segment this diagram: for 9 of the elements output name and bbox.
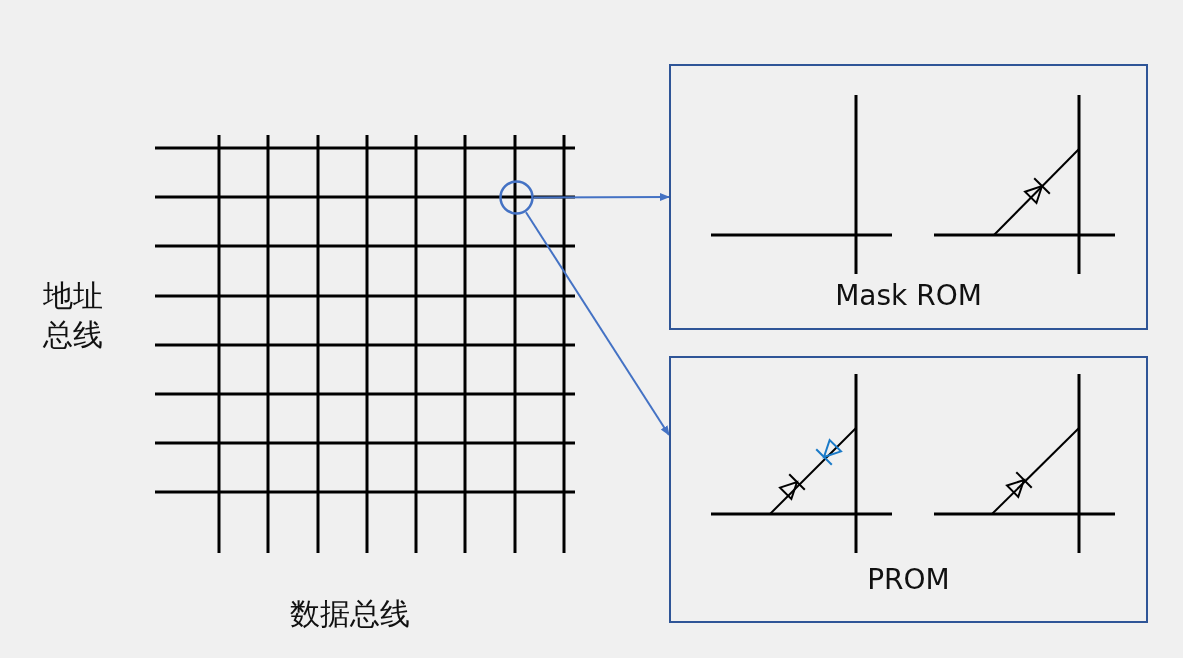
arrow bbox=[524, 211, 670, 436]
selection-circle bbox=[499, 180, 534, 215]
bus-label: 数据总线 bbox=[290, 595, 410, 633]
panel-title: PROM bbox=[866, 563, 951, 596]
memory-panel bbox=[669, 356, 1148, 623]
bus-label: 地址总线 bbox=[43, 277, 104, 354]
memory-panel bbox=[669, 64, 1148, 330]
arrow bbox=[533, 193, 670, 202]
panel-title: Mask ROM bbox=[834, 279, 983, 312]
